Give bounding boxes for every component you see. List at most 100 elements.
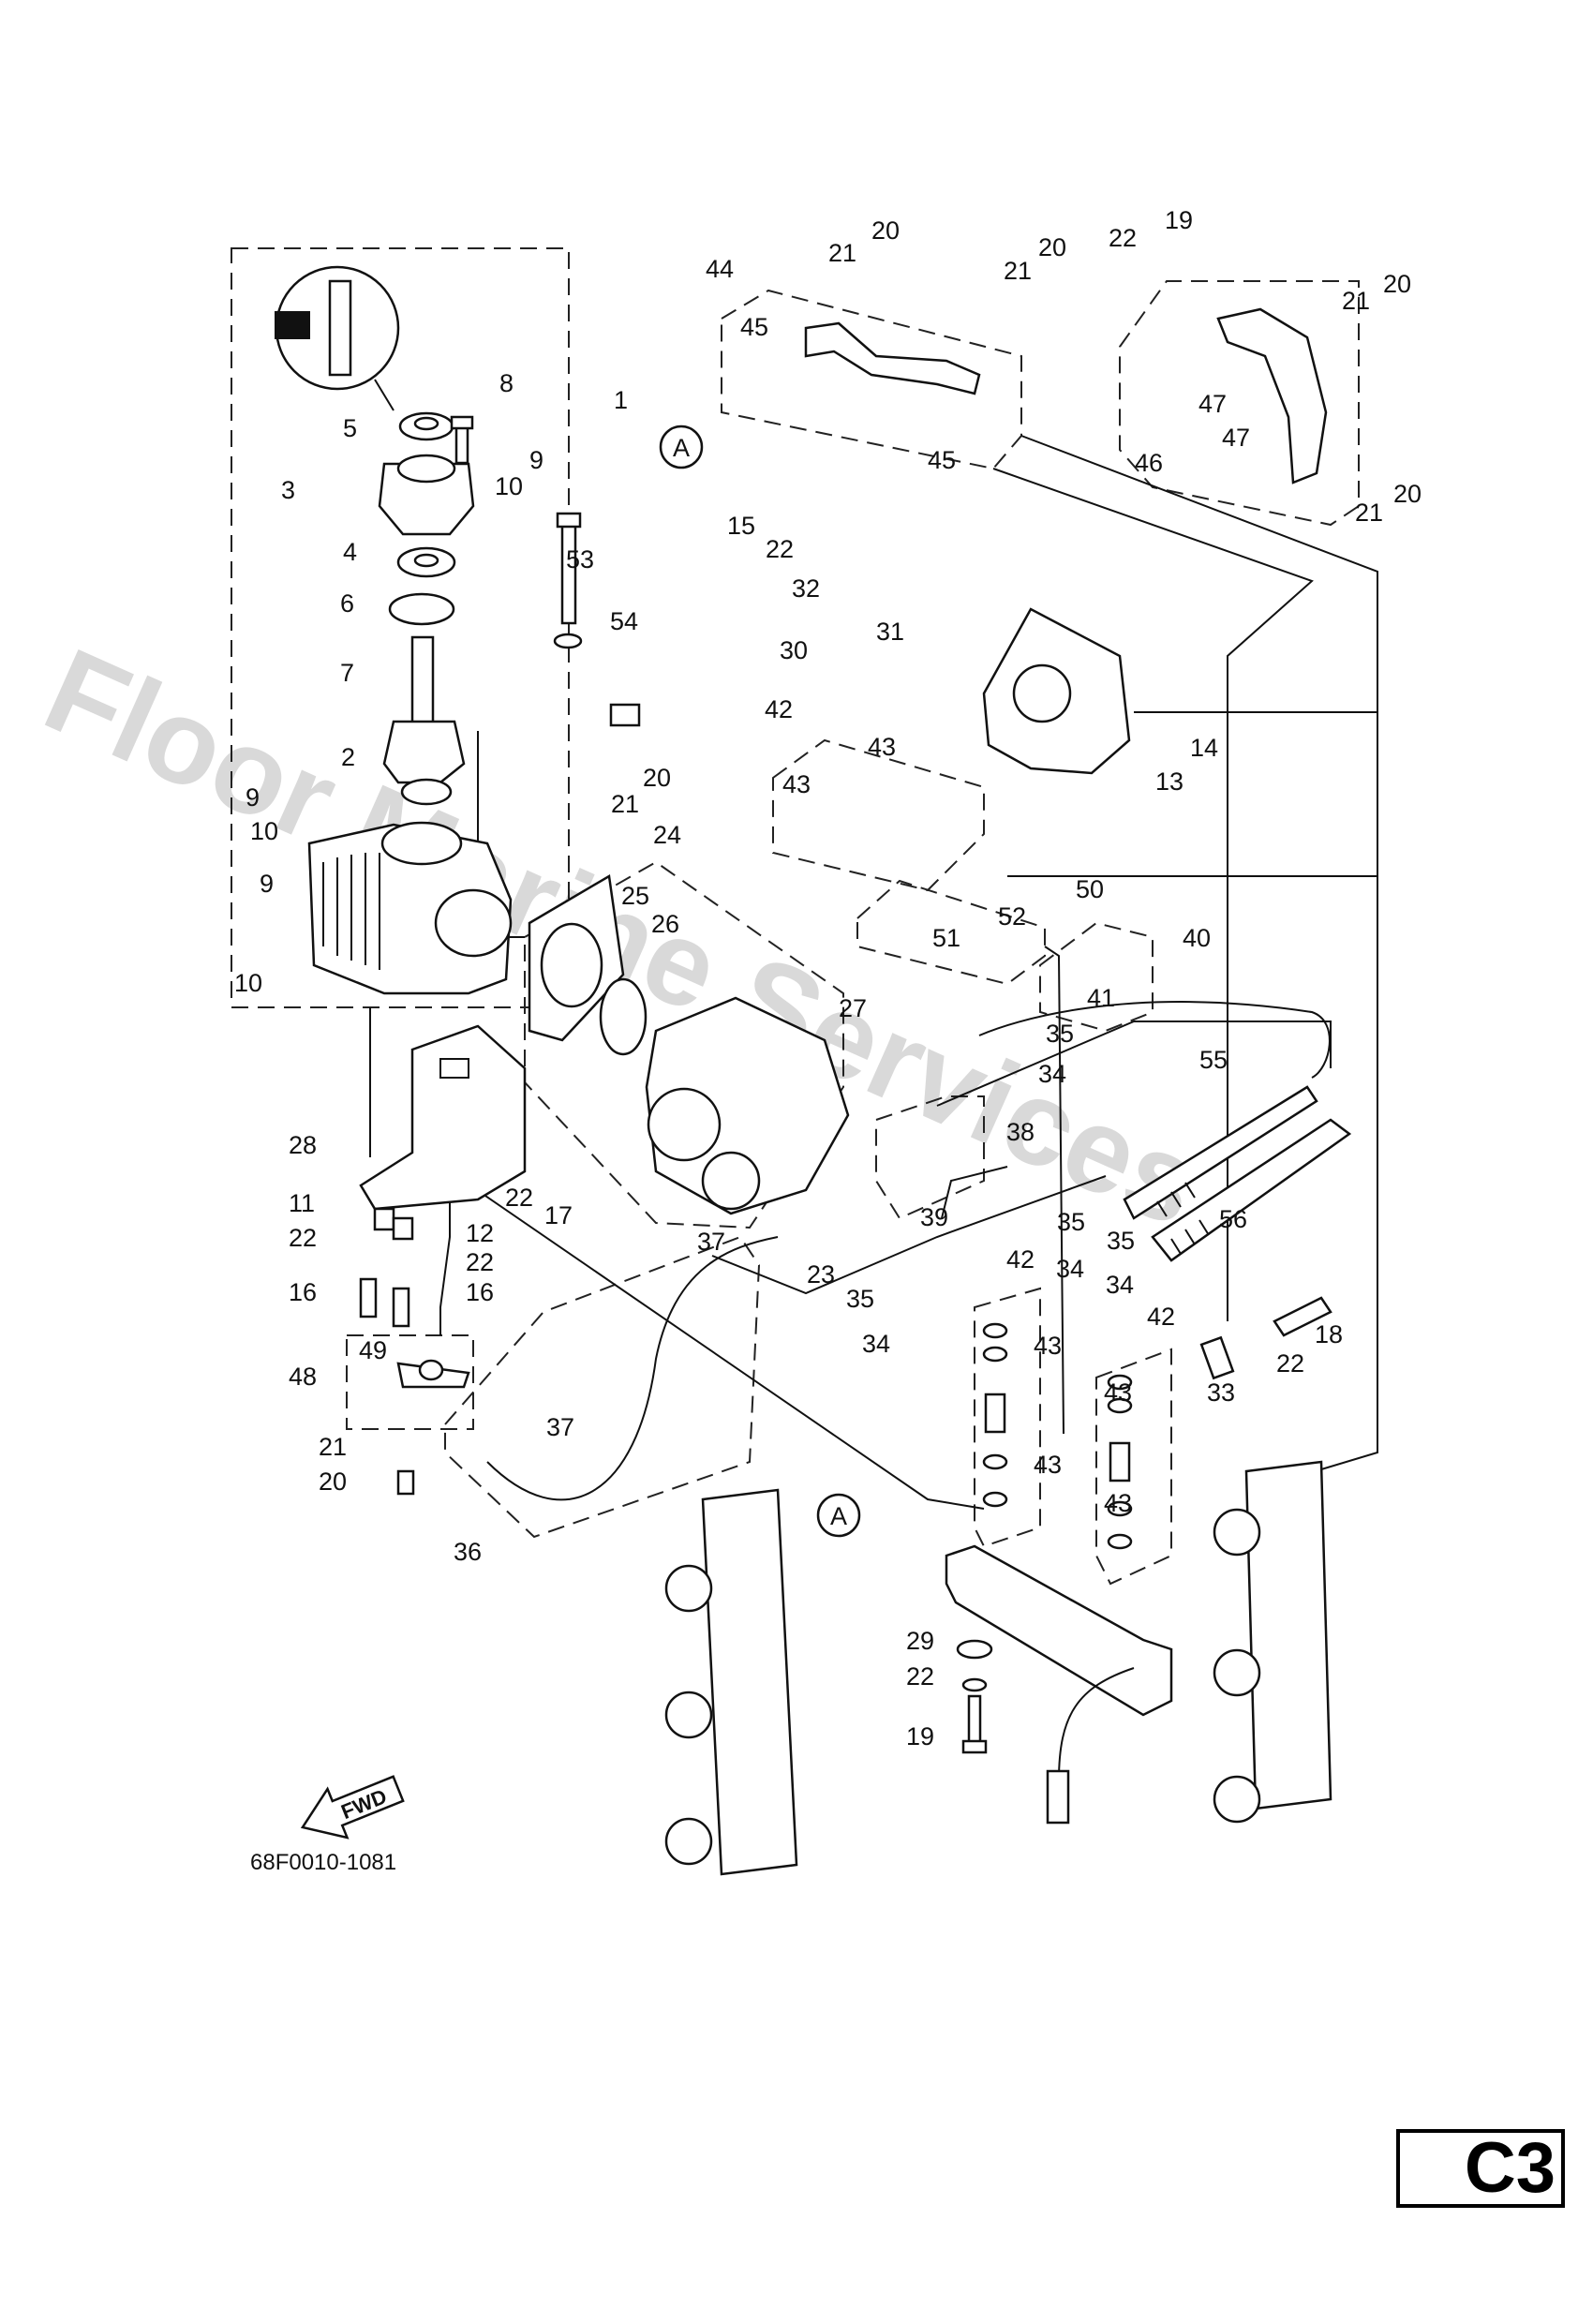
callout-37: 37	[546, 1413, 574, 1441]
callout-9: 9	[529, 446, 543, 474]
callout-47: 47	[1198, 390, 1227, 418]
callout-42: 42	[1006, 1245, 1035, 1274]
callout-21: 21	[1355, 499, 1383, 527]
callout-20: 20	[1038, 233, 1066, 261]
callout-51: 51	[932, 924, 960, 952]
callout-28: 28	[289, 1131, 317, 1159]
diagram-code: 68F0010-1081	[250, 1850, 396, 1875]
callout-26: 26	[651, 910, 679, 938]
check-valve-stack-right	[1107, 1374, 1133, 1550]
callout-11: 11	[289, 1189, 315, 1217]
callout-12: 12	[466, 1219, 494, 1247]
callout-22: 22	[906, 1662, 934, 1691]
callout-43: 43	[1104, 1378, 1132, 1407]
callout-37: 37	[697, 1228, 725, 1256]
callout-20: 20	[1383, 270, 1411, 298]
callout-21: 21	[611, 790, 639, 818]
ref-marker-label: A	[830, 1502, 847, 1530]
callout-19: 19	[906, 1722, 934, 1750]
callout-35: 35	[1107, 1227, 1135, 1255]
callout-18: 18	[1315, 1320, 1343, 1348]
page-badge: C3	[1396, 2129, 1565, 2208]
callout-38: 38	[1006, 1118, 1035, 1146]
callout-10: 10	[234, 969, 262, 997]
callout-17: 17	[544, 1201, 573, 1229]
callout-56: 56	[1219, 1205, 1247, 1233]
callout-23: 23	[807, 1260, 835, 1289]
callout-44: 44	[706, 255, 734, 283]
callout-22: 22	[1109, 224, 1137, 252]
callout-20: 20	[319, 1467, 347, 1496]
callout-20: 20	[1393, 480, 1422, 508]
ref-marker-a-top: A	[659, 425, 704, 469]
callout-22: 22	[1276, 1349, 1304, 1378]
callout-30: 30	[780, 636, 808, 664]
callout-20: 20	[871, 216, 900, 245]
fwd-arrow-icon: FWD	[300, 1775, 405, 1840]
leader-lines	[369, 435, 1378, 1510]
callout-22: 22	[466, 1248, 494, 1276]
callout-53: 53	[566, 545, 594, 574]
callout-22: 22	[505, 1184, 533, 1212]
callout-22: 22	[766, 535, 794, 563]
callout-9: 9	[260, 870, 274, 898]
callout-36: 36	[454, 1538, 482, 1566]
callout-47: 47	[1222, 424, 1250, 452]
callout-8: 8	[499, 369, 514, 397]
callout-43: 43	[1104, 1489, 1132, 1517]
callout-20: 20	[643, 764, 671, 792]
callout-43: 43	[868, 733, 896, 761]
ref-marker-label: A	[673, 434, 690, 462]
callout-4: 4	[343, 538, 357, 566]
callout-22: 22	[289, 1224, 317, 1252]
ref-marker-a-bottom: A	[816, 1493, 861, 1538]
callout-54: 54	[610, 607, 638, 635]
group-boxes	[231, 247, 1360, 1586]
callout-52: 52	[998, 902, 1026, 931]
injector-icons	[664, 1508, 1261, 1866]
callout-2: 2	[341, 743, 355, 771]
callout-19: 19	[1165, 206, 1193, 234]
callout-43: 43	[1034, 1332, 1062, 1360]
callout-42: 42	[1147, 1303, 1175, 1331]
callout-40: 40	[1183, 924, 1211, 952]
callout-34: 34	[862, 1330, 890, 1358]
callout-34: 34	[1106, 1271, 1134, 1299]
callout-9: 9	[246, 783, 260, 812]
callout-31: 31	[876, 618, 904, 646]
callout-41: 41	[1087, 984, 1115, 1012]
callout-43: 43	[782, 770, 811, 798]
part-shapes	[275, 265, 1352, 1876]
callout-55: 55	[1199, 1046, 1228, 1074]
callout-34: 34	[1038, 1060, 1066, 1088]
callout-16: 16	[289, 1278, 317, 1306]
page-badge-text: C3	[1464, 2128, 1556, 2208]
callout-50: 50	[1076, 875, 1104, 903]
callout-16: 16	[466, 1278, 494, 1306]
callout-21: 21	[828, 239, 856, 267]
callout-45: 45	[740, 313, 768, 341]
callout-35: 35	[846, 1285, 874, 1313]
callout-7: 7	[340, 659, 354, 687]
callout-21: 21	[1004, 257, 1032, 285]
callout-33: 33	[1207, 1378, 1235, 1407]
callout-49: 49	[359, 1336, 387, 1364]
callout-35: 35	[1046, 1020, 1074, 1048]
callout-1: 1	[614, 386, 628, 414]
callout-10: 10	[250, 817, 278, 845]
callout-29: 29	[906, 1627, 934, 1655]
callout-48: 48	[289, 1363, 317, 1391]
check-valve-stack-left	[982, 1322, 1008, 1508]
callout-39: 39	[920, 1203, 948, 1231]
callout-42: 42	[765, 695, 793, 723]
callout-21: 21	[1342, 287, 1370, 315]
callout-46: 46	[1135, 449, 1163, 477]
callout-32: 32	[792, 574, 820, 603]
callout-25: 25	[621, 882, 649, 910]
callout-43: 43	[1034, 1451, 1062, 1479]
callout-45: 45	[928, 446, 956, 474]
callout-24: 24	[653, 821, 681, 849]
callout-5: 5	[343, 414, 357, 442]
